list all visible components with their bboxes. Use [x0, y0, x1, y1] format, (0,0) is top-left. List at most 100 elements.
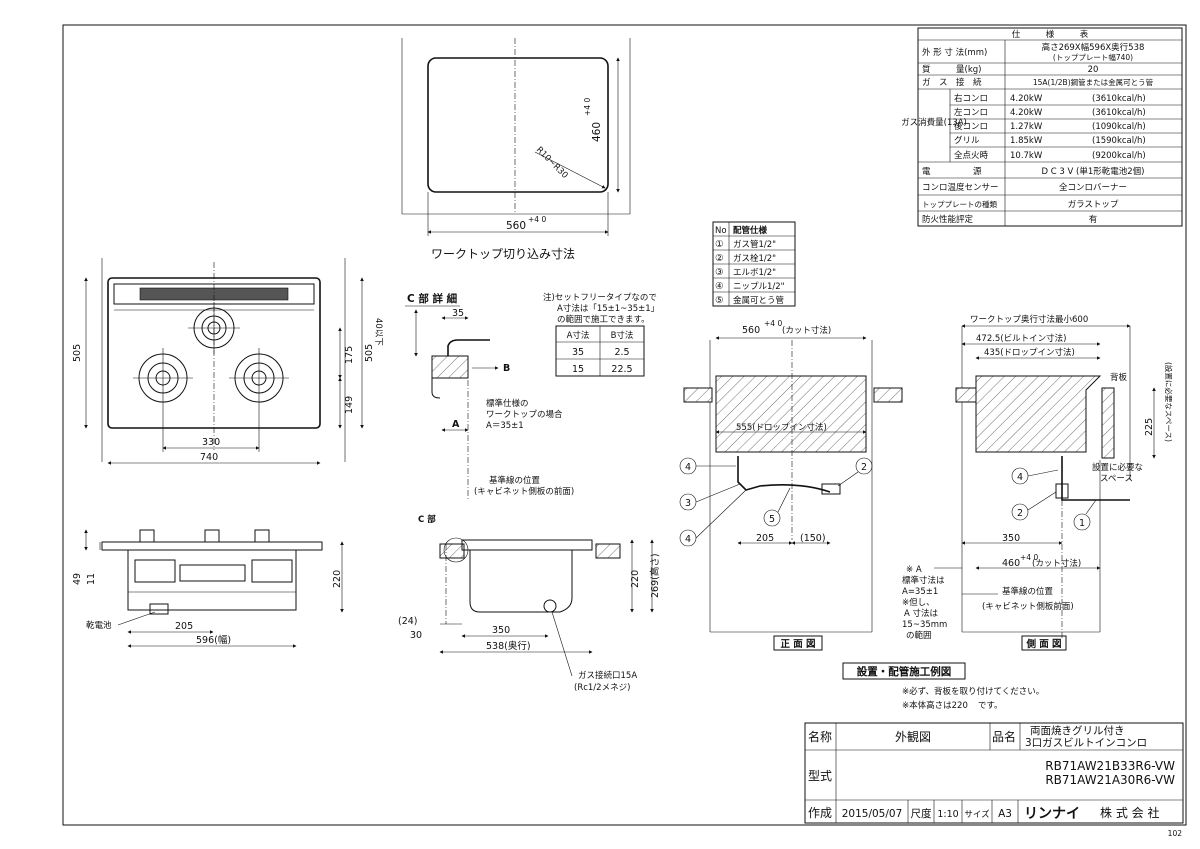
callout-3: 3 [679, 483, 741, 511]
cutout-caption: ワークトップ切り込み寸法 [431, 247, 575, 261]
callout-5: 5 [763, 487, 791, 527]
callout-2: 2 [837, 457, 873, 487]
ab-note: 注)セットフリータイプなので [543, 292, 657, 303]
gas-kcal: (1590kcal/h) [1092, 136, 1146, 146]
install-min600: ワークトップ奥行寸法最小600 [970, 314, 1088, 325]
cutout-radius: R10~R30 [534, 145, 570, 181]
cutout-diagram: 560 +4 0 460 +4 0 R10~R30 ワークトップ切り込み寸法 [401, 38, 631, 261]
front-dim-11: 11 [86, 573, 97, 585]
ref-line-label: 基準線の位置 [489, 475, 541, 486]
svg-text:3: 3 [685, 498, 691, 509]
install-note-1: ※必ず、背板を取り付けてください。 [902, 686, 1044, 697]
title-scale: 1:10 [937, 809, 958, 820]
a-note: A 寸法は [904, 608, 939, 619]
piping-no: ⑤ [715, 295, 724, 306]
piping-spec: ガス管1/2" [733, 239, 776, 250]
spec-value-sub: (トッププレート幅740) [1053, 52, 1133, 62]
sheet-border [62, 24, 1187, 826]
title-name-label: 名称 [808, 729, 832, 744]
top-height-left: 505 [72, 344, 83, 362]
burner-right [229, 348, 289, 408]
ab-table: 注)セットフリータイプなので A寸法は「15±1~35±1」 の範囲で施工できま… [543, 292, 659, 377]
front-dim-220: 220 [332, 570, 343, 588]
install-dim-350: 350 [1002, 533, 1020, 544]
install-dim-205: 205 [756, 533, 774, 544]
company-logo: リンナイ [1024, 806, 1080, 822]
a-note: A=35±1 [902, 587, 938, 597]
burner-rear [188, 302, 240, 354]
svg-text:4: 4 [685, 462, 691, 473]
cutout-width: 560 [506, 220, 526, 232]
c-detail-a: A [452, 419, 460, 430]
side-dim-220: 220 [630, 570, 641, 588]
title-block: 名称 外観図 品名 両面焼きグリル付き 3口ガスビルトインコンロ 型式 RB71… [804, 722, 1184, 838]
piping-no: ① [715, 239, 724, 250]
spec-label: 外 形 寸 法(mm) [922, 47, 987, 58]
cutout-width-tol: +4 0 [528, 215, 546, 224]
top-view: 740 330 505 505 175 149 [72, 258, 375, 465]
c-detail-40: 40以下 [373, 318, 383, 346]
a-note: ※但し、 [902, 597, 935, 608]
spec-value: 20 [1088, 65, 1099, 75]
piping-no: ② [715, 253, 724, 264]
side-dim-350: 350 [492, 625, 510, 636]
c-detail: C 部 詳 細 35 40以下 B A 標準仕様の ワークトップの場合 A＝35… [373, 292, 574, 525]
install-dropin-side: 435(ドロップイン寸法) [984, 347, 1075, 358]
burner-left [133, 348, 193, 408]
install-dim-225: 225 [1144, 418, 1155, 436]
spec-value: 高さ269X幅596X奥行538 [1042, 42, 1145, 53]
gas-port-label: ガス接続口15A [578, 670, 637, 681]
piping-no: ③ [715, 267, 724, 278]
ab-cell: 35 [572, 347, 584, 358]
front-width: 596(幅) [196, 634, 231, 646]
gas-kw: 4.20kW [1010, 94, 1043, 104]
backboard-label: 背板 [1110, 372, 1128, 383]
cutout-depth-tol: +4 0 [583, 98, 592, 116]
spec-label: 電 源 [922, 167, 982, 177]
install-side-caption: 側 面 図 [1025, 638, 1061, 650]
install-dim-150: (150) [800, 533, 826, 544]
svg-text:2: 2 [861, 462, 867, 473]
c-detail-35: 35 [452, 308, 464, 319]
install-space-label: 設置に必要な [1092, 462, 1143, 473]
c-detail-note: ワークトップの場合 [486, 409, 563, 420]
install-side-view: ワークトップ奥行寸法最小600 472.5(ビルトイン寸法) 435(ドロップイ… [902, 314, 1174, 651]
spec-value: 15A(1/2B)鋼管または金属可とう管 [1033, 77, 1154, 87]
spec-value: 有 [1089, 214, 1098, 225]
piping-spec: 金属可とう管 [733, 295, 784, 306]
install-cut-label: (カット寸法) [782, 325, 831, 336]
svg-text:2: 2 [1017, 508, 1023, 519]
title-product-line1: 両面焼きグリル付き [1030, 724, 1125, 737]
piping-spec: ニップル1/2" [733, 282, 785, 292]
ab-note: A寸法は「15±1~35±1」 [557, 303, 659, 314]
install-dropin: 555(ドロップイン寸法) [736, 422, 827, 433]
install-space-label: スペース [1100, 474, 1133, 484]
install-cut-width: 560 [742, 325, 760, 336]
ab-cell: 15 [572, 364, 584, 375]
title-model-1: RB71AW21B33R6-VW [1045, 759, 1175, 773]
front-dim-205: 205 [175, 621, 193, 632]
install-cut-tol: +4 0 [764, 319, 782, 328]
c-part-label: C 部 [418, 514, 436, 525]
title-product-line2: 3口ガスビルトインコンロ [1025, 737, 1147, 749]
ref-line-label: (キャビネット側板の前面) [474, 486, 574, 497]
side-dim-30: 30 [410, 630, 422, 641]
install-front-view: 560 +4 0 (カット寸法) 555(ドロップイン寸法) 205 (150)… [679, 319, 903, 651]
callout-4b: 4 [679, 489, 747, 547]
piping-spec: エルボ1/2" [733, 268, 776, 278]
top-width: 740 [200, 452, 218, 463]
install-builtin: 472.5(ビルトイン寸法) [976, 333, 1066, 344]
gas-kw: 1.27kW [1010, 122, 1043, 132]
a-note: 15~35mm [902, 620, 947, 630]
gas-name: グリル [954, 135, 980, 146]
gas-kw: 10.7kW [1010, 151, 1043, 161]
side-depth: 538(奥行) [486, 640, 531, 652]
gas-consumption-label: ガス消費量(13A) [901, 117, 967, 128]
gas-name: 右コンロ [954, 93, 988, 104]
svg-text:1: 1 [1079, 518, 1085, 529]
c-detail-note: 標準仕様の [486, 398, 529, 409]
spec-title: 仕 様 表 [1012, 29, 1089, 40]
